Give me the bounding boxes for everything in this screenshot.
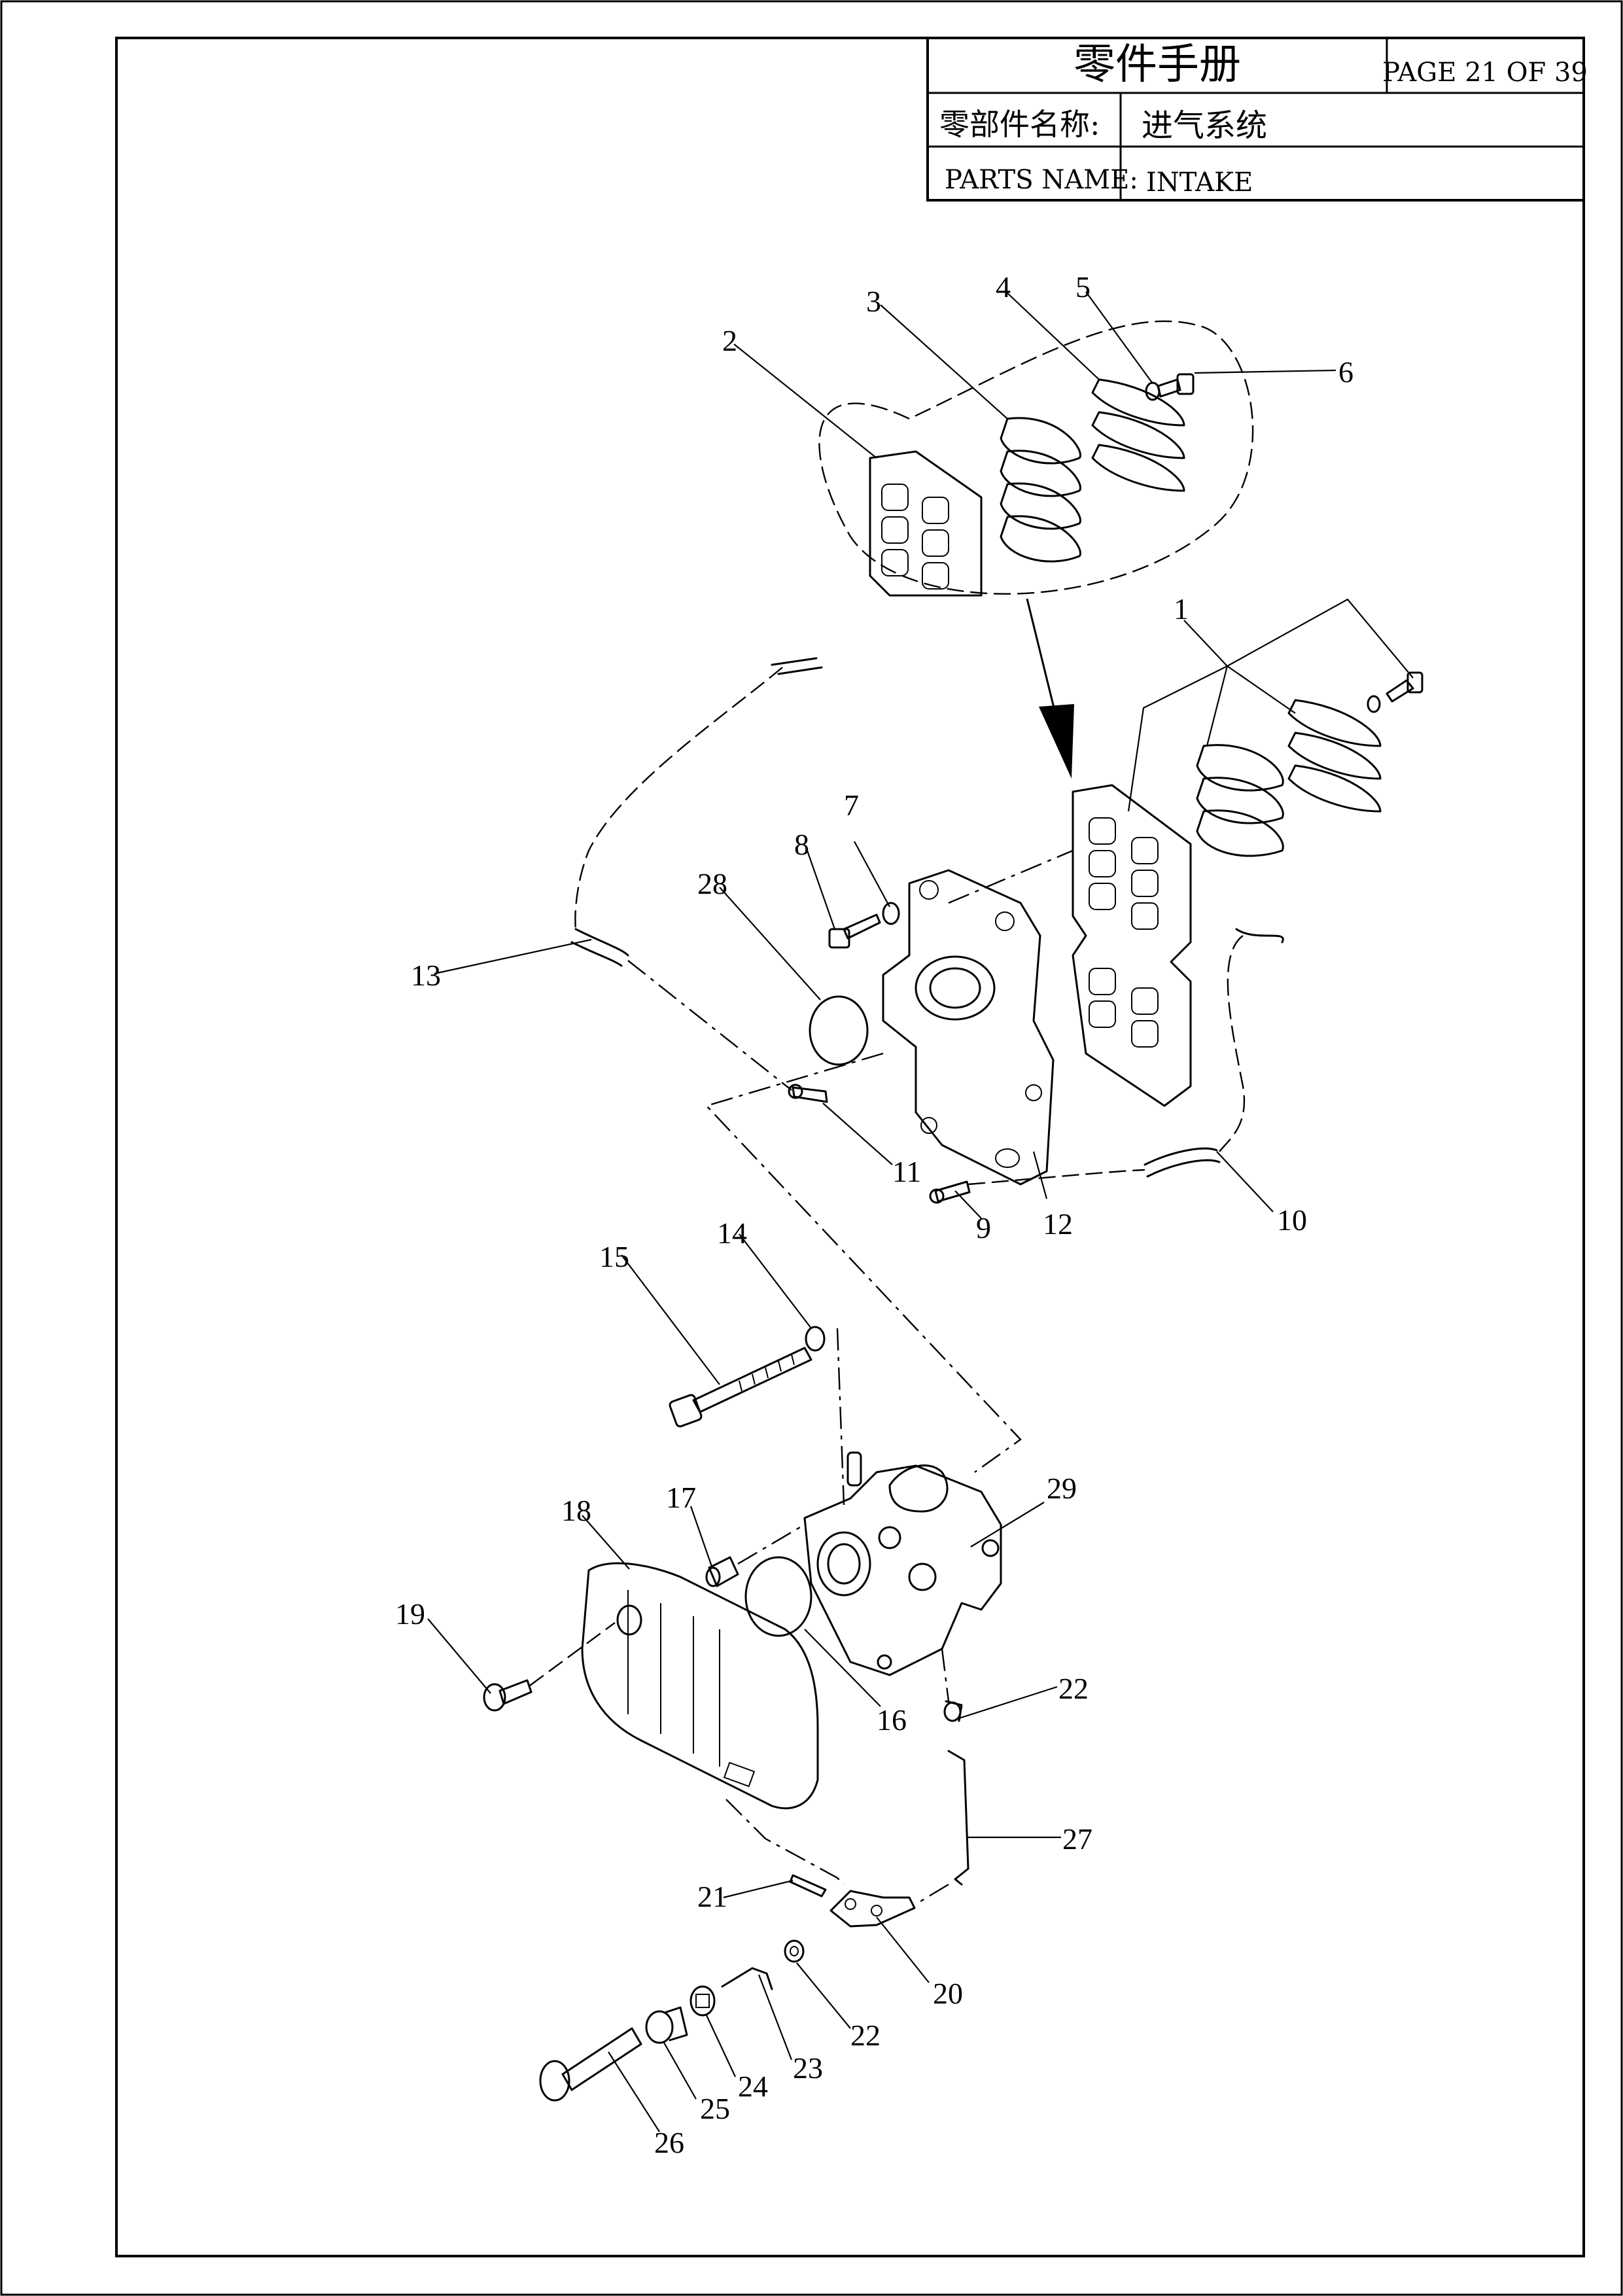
parts-name-cn-label: 零部件名称: [939, 107, 1100, 142]
callout-16: 16 [877, 1703, 907, 1737]
detail-arrow-shaft [1026, 598, 1060, 727]
reed-petals-detail [1000, 417, 1081, 563]
callout-10: 10 [1277, 1203, 1307, 1237]
callout-numbers: 1 2 3 4 5 6 7 8 9 10 11 12 13 14 15 16 1… [395, 270, 1353, 2159]
fitting-11 [788, 1084, 828, 1103]
washer-14 [805, 1326, 826, 1352]
callout-24: 24 [738, 2070, 768, 2103]
callout-13: 13 [411, 959, 441, 992]
silencer-18 [581, 1562, 819, 1810]
callout-23: 23 [793, 2051, 823, 2085]
reed-valve-plate [1072, 784, 1192, 1107]
drawing-frame [115, 37, 1585, 2257]
reed-petals-assembly [1196, 744, 1284, 857]
callout-7: 7 [844, 788, 859, 822]
clip-22-upper [943, 1700, 963, 1722]
intake-manifold [882, 869, 1055, 1186]
clip-22-lower [784, 1939, 805, 1963]
callout-12: 12 [1043, 1207, 1073, 1241]
link-line-manifold-carb [705, 1052, 1022, 1473]
callout-26: 26 [654, 2126, 684, 2159]
link-line-17 [737, 1523, 805, 1565]
callout-19: 19 [395, 1597, 425, 1631]
link-line-19 [529, 1622, 616, 1686]
screw-assembly [1386, 671, 1423, 703]
carburetor [803, 1451, 1002, 1676]
knob-26 [539, 2027, 642, 2102]
link-line-18-20 [725, 1799, 845, 1885]
page-label: PAGE 21 OF 39 [1382, 58, 1588, 88]
callout-28: 28 [697, 867, 727, 900]
hose-10 [1143, 928, 1284, 1178]
gasket-28 [809, 995, 869, 1066]
fitting-9 [929, 1180, 971, 1204]
detail-arrow-head [1039, 704, 1074, 779]
link-line-14 [836, 1328, 845, 1506]
reed-stopper-detail [1091, 378, 1185, 492]
callout-27: 27 [1062, 1822, 1092, 1856]
rod-27 [947, 1750, 969, 1886]
link-line-22-carb [941, 1648, 950, 1702]
washer-assembly [1367, 695, 1381, 713]
sleeve-17 [705, 1556, 739, 1587]
washer-7 [882, 902, 900, 925]
callout-14: 14 [717, 1216, 747, 1250]
callout-8: 8 [794, 828, 809, 861]
bolt-15 [669, 1347, 812, 1428]
screw-19 [483, 1679, 532, 1712]
manual-title: 零件手册 [1073, 41, 1241, 89]
callout-5: 5 [1075, 270, 1091, 304]
detail-bubble-outline [818, 320, 1254, 595]
callout-22-lower: 22 [850, 2019, 881, 2052]
hose-10-link-to-fitting [968, 1169, 1145, 1186]
reed-plate-detail [869, 450, 983, 597]
callout-3: 3 [866, 285, 881, 318]
callout-1: 1 [1174, 592, 1189, 626]
hose-13 [570, 657, 823, 967]
gasket-16 [744, 1556, 812, 1637]
screw-6 [1157, 373, 1195, 398]
reed-stopper-assembly [1287, 699, 1382, 813]
callout-2: 2 [722, 324, 737, 357]
callout-22-upper: 22 [1058, 1672, 1089, 1705]
callout-9: 9 [976, 1211, 991, 1245]
parts-name-cn-value: 进气系统 [1142, 107, 1267, 144]
parts-name-en-label: PARTS NAME: [945, 165, 1138, 195]
parts-name-en-value: INTAKE [1146, 168, 1253, 198]
callout-17: 17 [666, 1481, 696, 1514]
link-line-valve-manifold [948, 849, 1073, 904]
callout-25: 25 [700, 2092, 730, 2125]
leader-lines [427, 291, 1414, 2132]
callout-11: 11 [892, 1155, 921, 1188]
grommet-25 [645, 2006, 688, 2044]
callout-29: 29 [1047, 1472, 1077, 1505]
spring-23 [721, 1967, 773, 1990]
bolt-8 [828, 913, 881, 949]
pin-21 [789, 1874, 827, 1898]
bushing-24 [689, 1985, 716, 2017]
link-line-27 [915, 1883, 949, 1905]
lever-20 [829, 1890, 916, 1928]
callout-15: 15 [599, 1240, 629, 1273]
callout-6: 6 [1338, 355, 1353, 389]
callout-4: 4 [996, 270, 1011, 304]
title-block: 零件手册 PAGE 21 OF 39 零部件名称: 进气系统 PARTS NAM… [926, 37, 1588, 202]
callout-21: 21 [697, 1880, 727, 1913]
callout-18: 18 [561, 1494, 591, 1527]
link-line-13 [627, 960, 792, 1091]
callout-20: 20 [933, 1977, 963, 2010]
